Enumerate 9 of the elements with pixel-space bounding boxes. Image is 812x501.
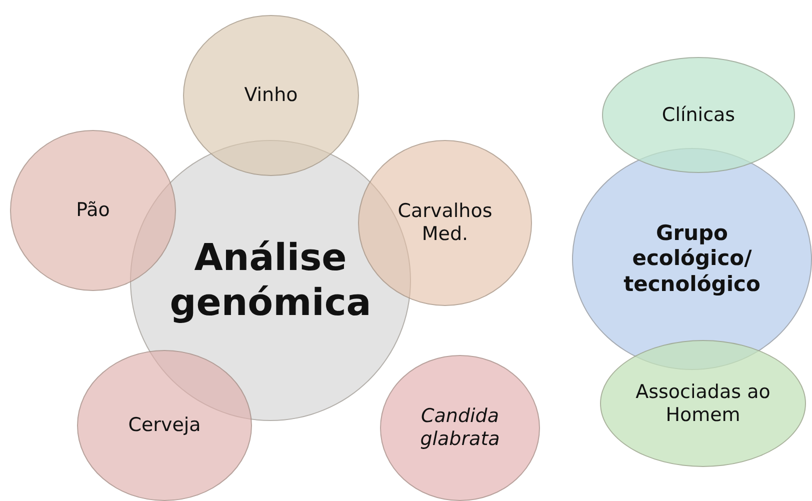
node-label: Candida glabrata [419, 405, 501, 451]
node-label: Carvalhos Med. [396, 200, 494, 246]
node-label: Grupo ecológico/ tecnológico [622, 221, 762, 297]
node-label: Análise genómica [168, 236, 372, 325]
node-label: Clínicas [662, 104, 736, 126]
node-label: Vinho [244, 84, 298, 107]
node-label: Pão [76, 199, 110, 222]
node-label: Associadas ao Homem [634, 380, 772, 426]
node-label: Cerveja [128, 414, 201, 437]
